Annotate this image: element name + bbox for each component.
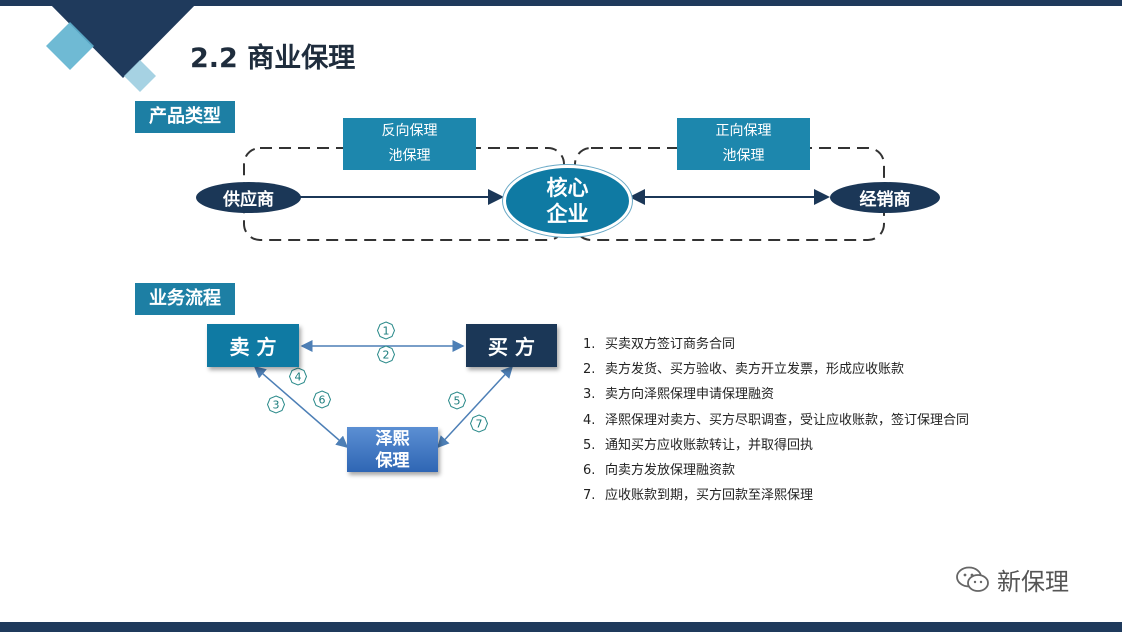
step-number: 3.: [583, 387, 596, 403]
forward-factoring-label: 正向保理: [715, 123, 772, 139]
buyer-factor-arrow: [436, 365, 514, 449]
step-marker-3: 3: [266, 395, 286, 414]
step-marker-2: 2: [376, 345, 396, 364]
seller-box: 卖 方: [207, 324, 299, 367]
svg-text:5: 5: [454, 395, 461, 408]
step-number: 4.: [583, 412, 596, 428]
reverse-factoring-box: 反向保理 池保理: [343, 118, 476, 170]
list-item: 6. 向卖方发放保理融资款: [583, 458, 969, 483]
list-item: 3. 卖方向泽熙保理申请保理融资: [583, 382, 969, 407]
top-bar: [0, 0, 1122, 6]
step-text: 泽熙保理对卖方、买方尽职调查，受让应收账款，签订保理合同: [605, 412, 970, 428]
step-number: 6.: [583, 462, 596, 478]
factoring-company-box: 泽熙 保理: [347, 427, 438, 472]
forward-factoring-box: 正向保理 池保理: [677, 118, 810, 170]
step-text: 买卖双方签订商务合同: [605, 337, 736, 352]
list-item: 7. 应收账款到期，买方回款至泽熙保理: [583, 483, 969, 508]
page-title: 2.2 商业保理: [190, 43, 356, 74]
step-marker-6: 6: [312, 390, 332, 409]
core-enterprise-line1: 核心: [546, 176, 589, 200]
distributor-node: 经销商: [830, 182, 940, 213]
core-enterprise-node: 核心 企业: [503, 165, 632, 237]
step-marker-5: 5: [447, 391, 467, 410]
svg-text:7: 7: [476, 418, 483, 431]
list-item: 5. 通知买方应收账款转让，并取得回执: [583, 433, 969, 458]
reverse-factoring-label: 反向保理: [381, 123, 438, 139]
wechat-icon: [956, 566, 989, 592]
watermark-text: 新保理: [997, 568, 1069, 596]
corner-decoration: [46, 0, 200, 92]
step-number: 5.: [583, 437, 596, 453]
list-item: 2. 卖方发货、买方验收、卖方开立发票，形成应收账款: [583, 357, 969, 382]
factoring-company-line1: 泽熙: [375, 428, 410, 449]
seller-factor-arrow: [253, 366, 349, 448]
step-text: 通知买方应收账款转让，并取得回执: [605, 437, 814, 453]
svg-text:3: 3: [273, 399, 280, 412]
buyer-box: 买 方: [466, 324, 557, 367]
section-label-business-flow: 业务流程: [135, 283, 235, 315]
watermark: 新保理: [955, 562, 1069, 597]
process-steps-list: 1. 买卖双方签订商务合同 2. 卖方发货、买方验收、卖方开立发票，形成应收账款 3…: [583, 332, 969, 508]
step-number: 7.: [583, 488, 596, 504]
pool-factoring-label-left: 池保理: [388, 148, 431, 164]
list-item: 4. 泽熙保理对卖方、买方尽职调查，受让应收账款，签订保理合同: [583, 408, 969, 433]
pool-factoring-label-right: 池保理: [722, 148, 765, 164]
step-text: 卖方发货、买方验收、卖方开立发票，形成应收账款: [605, 362, 905, 378]
svg-text:2: 2: [383, 349, 390, 362]
section-label-product-types: 产品类型: [135, 101, 235, 133]
step-marker-7: 7: [469, 414, 489, 433]
step-number: 1.: [583, 337, 596, 352]
step-text: 向卖方发放保理融资款: [605, 462, 736, 478]
bottom-bar: [0, 622, 1122, 632]
svg-text:6: 6: [319, 394, 326, 407]
svg-text:4: 4: [295, 371, 302, 384]
supplier-node: 供应商: [196, 182, 301, 213]
step-text: 应收账款到期，买方回款至泽熙保理: [605, 488, 814, 504]
step-marker-1: 1: [376, 321, 396, 340]
svg-text:1: 1: [383, 325, 390, 338]
step-marker-4: 4: [288, 367, 308, 386]
core-enterprise-line2: 企业: [546, 202, 589, 226]
factoring-company-line2: 保理: [375, 450, 410, 471]
list-item: 1. 买卖双方签订商务合同: [583, 332, 969, 357]
step-text: 卖方向泽熙保理申请保理融资: [605, 387, 775, 403]
step-number: 2.: [583, 362, 596, 378]
